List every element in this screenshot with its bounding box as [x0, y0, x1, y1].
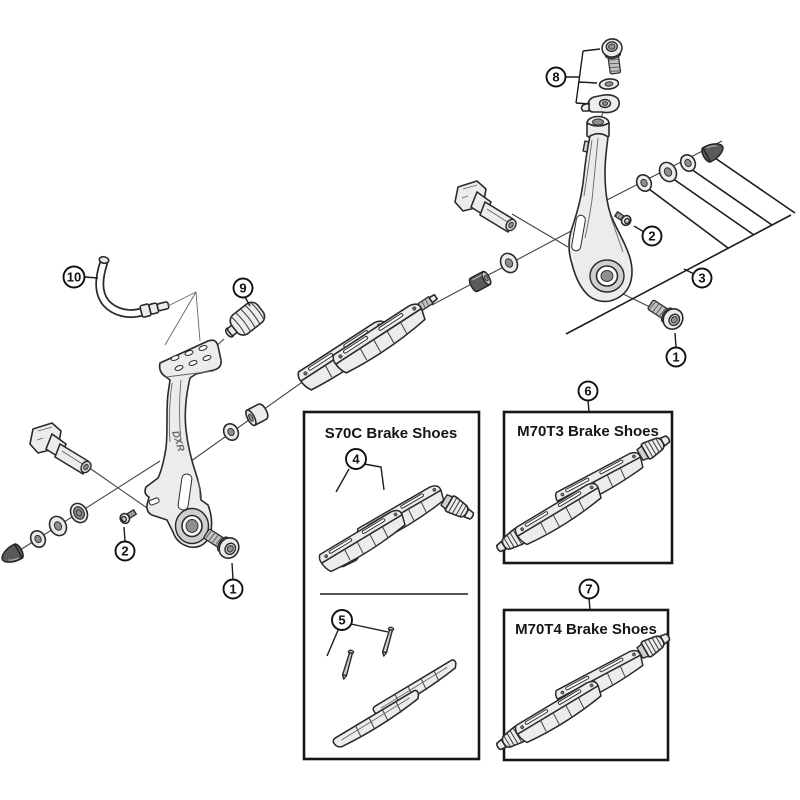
- shoe-fixing-screw-right: [612, 208, 634, 228]
- callout-1-left: 1: [222, 578, 244, 600]
- washer-group-leader-lines: [565, 157, 796, 335]
- callout-2-right: 2: [641, 225, 663, 247]
- m70t4-box: M70T4 Brake Shoes: [492, 608, 674, 762]
- cable-fixing-bolt-group: [580, 36, 627, 114]
- brake-shoe-right-arm: [330, 292, 439, 378]
- svg-text:4: 4: [352, 452, 360, 467]
- noodle-ferrule: [139, 301, 170, 318]
- callout-3: 3: [691, 267, 713, 289]
- m70t3-title: M70T3 Brake Shoes: [517, 423, 659, 440]
- clamp-slots: [170, 345, 212, 371]
- callout-10: 10: [62, 265, 86, 289]
- shoe-mount-slot: [177, 473, 193, 511]
- callouts: 8 2 3 1 10 9 2 1: [62, 66, 713, 631]
- svg-text:8: 8: [552, 70, 559, 85]
- shoe-mount-slot: [571, 214, 586, 252]
- m70t3-box: M70T3 Brake Shoes: [492, 410, 674, 565]
- rubber-cap: [0, 541, 26, 568]
- arm-fixing-bolt-right: [643, 294, 688, 334]
- svg-text:2: 2: [648, 229, 655, 244]
- callout-4: 4: [345, 448, 367, 470]
- cable-clamp-plate: [580, 94, 621, 114]
- washer-stack-right: [633, 138, 728, 195]
- m70t4-title: M70T4 Brake Shoes: [515, 621, 657, 638]
- callout-2-left: 2: [114, 540, 136, 562]
- rubber-cap: [699, 138, 728, 165]
- callout-5: 5: [331, 609, 353, 631]
- cable-noodle: [95, 255, 201, 346]
- frame-post-right: [454, 180, 517, 233]
- frame-post-left: [29, 422, 92, 475]
- callout-6: 6: [577, 380, 599, 402]
- svg-text:7: 7: [585, 582, 592, 597]
- svg-text:2: 2: [121, 544, 128, 559]
- s70c-box: S70C Brake Shoes: [302, 410, 481, 761]
- cable-line: [167, 291, 197, 307]
- svg-text:1: 1: [229, 582, 236, 597]
- washer: [27, 527, 49, 551]
- cable-fixing-washer: [598, 78, 620, 90]
- svg-text:1: 1: [672, 350, 679, 365]
- cable-insert-lines: [164, 291, 201, 346]
- svg-text:9: 9: [239, 281, 246, 296]
- shoe-fixing-screw-left: [117, 506, 139, 526]
- washer: [45, 512, 71, 540]
- svg-text:3: 3: [698, 271, 705, 286]
- callout-9: 9: [232, 277, 254, 299]
- rubber-boot: [224, 301, 266, 338]
- brake-arm-right: [568, 115, 633, 303]
- svg-text:6: 6: [584, 384, 591, 399]
- callout-7: 7: [578, 578, 600, 600]
- svg-text:10: 10: [67, 270, 81, 285]
- cup-washer: [66, 499, 92, 527]
- callout-1-right: 1: [665, 346, 687, 368]
- s70c-title: S70C Brake Shoes: [325, 425, 458, 442]
- cable-fixing-bolt: [600, 36, 627, 76]
- svg-text:5: 5: [338, 613, 345, 628]
- brake-arm-left: DXR: [144, 339, 222, 549]
- callout-8: 8: [545, 66, 567, 88]
- callout-leader-lines: [84, 48, 695, 657]
